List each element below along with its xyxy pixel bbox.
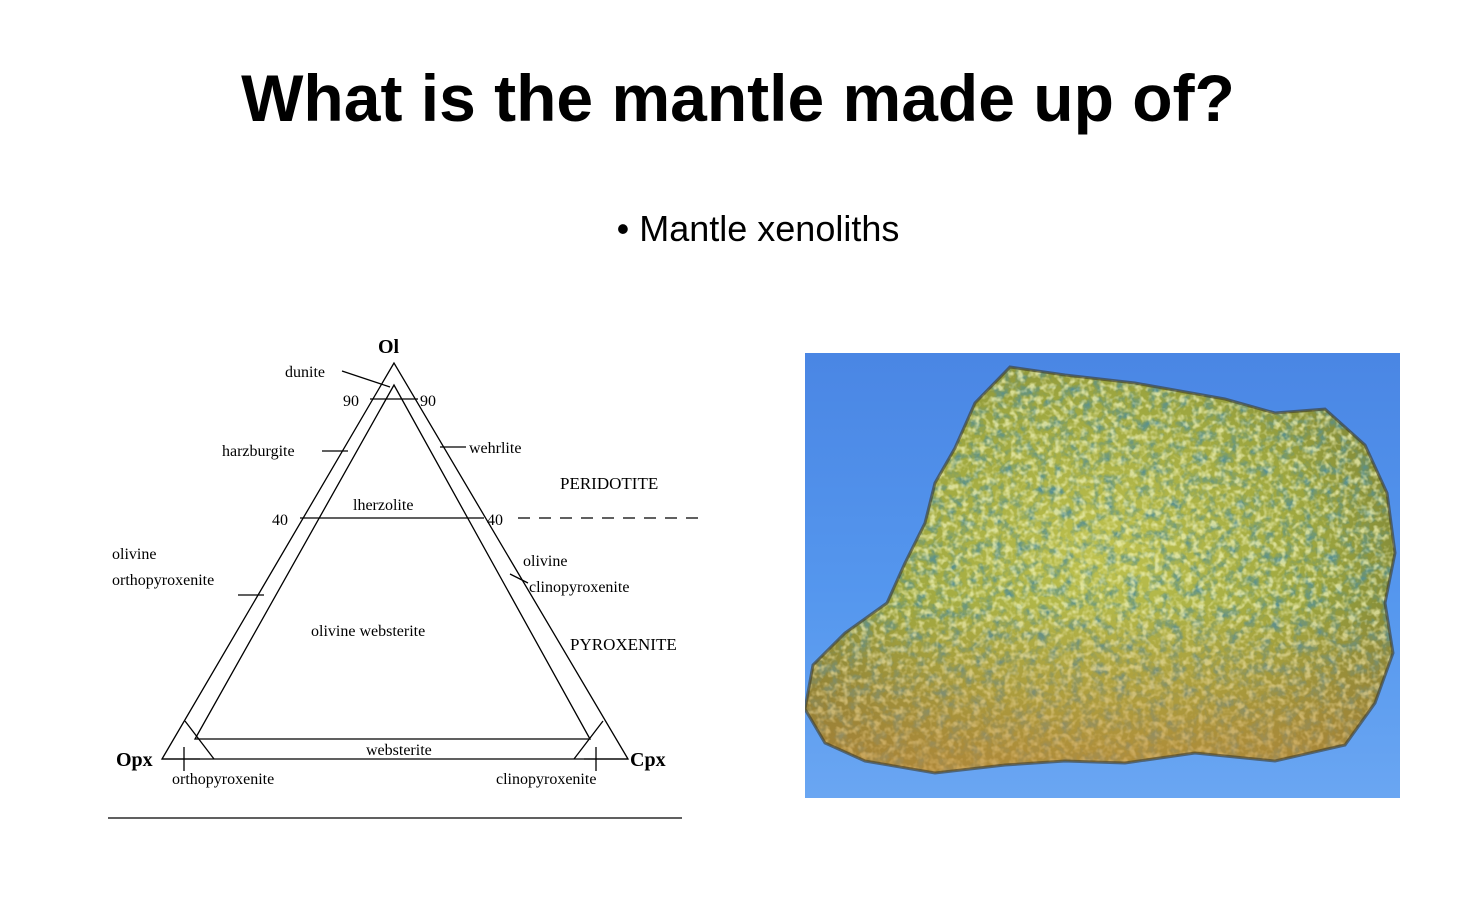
xenolith-rock-image [805, 365, 1397, 775]
outer-triangle [160, 361, 630, 760]
label-clinopyroxenite-bottom: clinopyroxenite [496, 771, 596, 788]
label-wehrlite: wehrlite [469, 440, 521, 457]
slide-title: What is the mantle made up of? [241, 61, 1235, 135]
bullet-text: Mantle xenoliths [639, 208, 900, 249]
mantle-xenolith-photo [805, 353, 1400, 798]
label-dunite: dunite [285, 364, 325, 381]
tick-90-left: 90 [343, 393, 359, 410]
label-olivine-right: olivine [523, 553, 567, 570]
label-orthopyroxenite-left: orthopyroxenite [112, 572, 214, 589]
label-pyroxenite: PYROXENITE [570, 635, 677, 654]
apex-opx-label: Opx [116, 749, 153, 771]
apex-ol-label: Ol [378, 336, 400, 358]
label-orthopyroxenite-bottom: orthopyroxenite [172, 771, 274, 788]
corner-line-left [184, 720, 215, 760]
label-lherzolite: lherzolite [353, 497, 413, 514]
inner-triangle [193, 383, 592, 740]
label-olivine-websterite: olivine websterite [311, 623, 425, 640]
label-harzburgite: harzburgite [222, 443, 295, 460]
rock-outline [805, 365, 1397, 775]
bullet-marker: • [616, 208, 630, 249]
tick-90-right: 90 [420, 393, 436, 410]
tick-40-left: 40 [272, 512, 288, 529]
label-olivine-left: olivine [112, 546, 156, 563]
ol-cpx-leader [509, 573, 529, 584]
ultramafic-classification-diagram: Ol Opx Cpx 90 90 40 40 dunite harzburgit… [100, 325, 720, 830]
label-clinopyroxenite-right: clinopyroxenite [529, 579, 629, 596]
label-peridotite: PERIDOTITE [560, 474, 658, 493]
tick-40-right: 40 [487, 512, 503, 529]
dunite-pointer [341, 370, 391, 388]
rock-shape [805, 367, 1395, 773]
corner-line-right [573, 720, 604, 760]
apex-cpx-label: Cpx [630, 749, 666, 771]
bullet-item: • Mantle xenoliths [0, 208, 1476, 250]
label-websterite: websterite [366, 742, 432, 759]
ternary-diagram-svg: Ol Opx Cpx 90 90 40 40 dunite harzburgit… [108, 336, 698, 819]
